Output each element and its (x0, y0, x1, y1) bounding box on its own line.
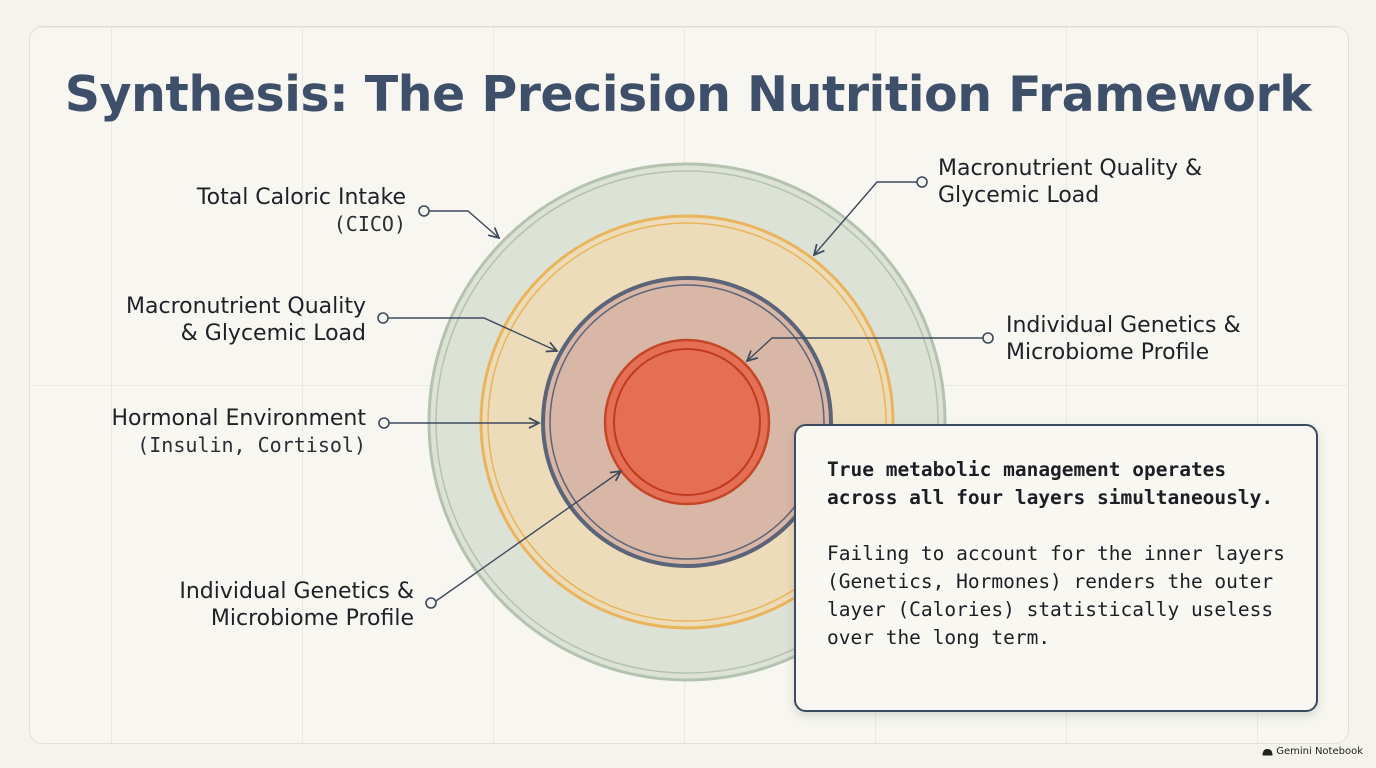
label-genetics-left-line1: Individual Genetics & (179, 579, 414, 604)
brand-watermark: Gemini Notebook (1262, 746, 1363, 757)
notebook-logo-icon (1262, 748, 1273, 755)
label-hormonal-environment-subtitle: (Insulin, Cortisol) (137, 433, 366, 457)
label-genetics-right: Individual Genetics & Microbiome Profile (1006, 312, 1306, 366)
page-title: Synthesis: The Precision Nutrition Frame… (64, 66, 1312, 123)
brand-label: Gemini Notebook (1276, 746, 1363, 757)
second-layer-inner-line (487, 222, 887, 622)
label-macronutrient-left-line2: & Glycemic Load (180, 321, 366, 346)
label-genetics-left-line2: Microbiome Profile (210, 606, 414, 631)
label-hormonal-environment-title: Hormonal Environment (111, 406, 366, 431)
label-genetics-right-line1: Individual Genetics & (1006, 313, 1241, 338)
label-macronutrient-right: Macronutrient Quality & Glycemic Load (938, 155, 1238, 209)
label-macronutrient-right-line2: Glycemic Load (938, 183, 1100, 208)
connector-macro-right (814, 181, 917, 255)
core-layer-circle (603, 338, 771, 506)
connector-macro-left (388, 317, 557, 351)
connector-dot-genetics-right (982, 332, 994, 344)
label-genetics-left: Individual Genetics & Microbiome Profile (100, 578, 414, 632)
outer-layer-inner-line (435, 170, 939, 674)
third-layer-inner-line (549, 284, 825, 560)
connector-dot-genetics-left (425, 597, 437, 609)
label-caloric-intake-subtitle: (CICO) (333, 212, 406, 236)
label-macronutrient-left-line1: Macronutrient Quality (126, 294, 366, 319)
connector-caloric (429, 210, 499, 238)
callout-heading: True metabolic management operates acros… (827, 458, 1274, 509)
connector-dot-caloric (418, 205, 430, 217)
label-macronutrient-right-line1: Macronutrient Quality & (938, 156, 1203, 181)
connector-genetics-right (747, 337, 983, 361)
connector-genetics-left (435, 471, 621, 602)
connector-dot-macro-right (916, 176, 928, 188)
label-macronutrient-left: Macronutrient Quality & Glycemic Load (60, 293, 366, 347)
label-hormonal-environment: Hormonal Environment (Insulin, Cortisol) (60, 405, 366, 459)
connector-dot-hormonal (378, 417, 390, 429)
callout-body: Failing to account for the inner layers … (827, 542, 1285, 649)
callout-card: True metabolic management operates acros… (794, 424, 1318, 712)
label-caloric-intake-title: Total Caloric Intake (196, 185, 406, 210)
connector-dot-macro-left (377, 312, 389, 324)
label-genetics-right-line2: Microbiome Profile (1006, 340, 1210, 365)
core-layer-inner-line (613, 348, 761, 496)
label-caloric-intake: Total Caloric Intake (CICO) (100, 184, 406, 238)
